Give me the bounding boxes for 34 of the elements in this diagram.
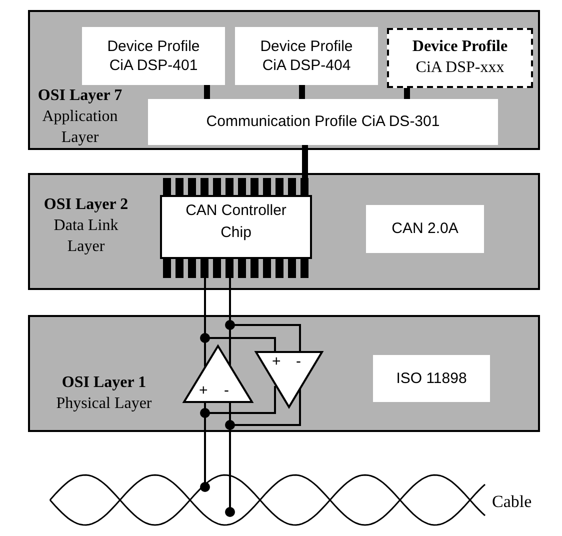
pin-sign: + bbox=[199, 383, 208, 398]
layer-band bbox=[28, 315, 540, 432]
pin-sign: - bbox=[224, 383, 229, 398]
box-text: Device Profile bbox=[107, 36, 200, 56]
layer-name: Application Layer bbox=[41, 106, 119, 148]
box-text: ISO 11898 bbox=[396, 368, 467, 388]
layer-band bbox=[28, 10, 540, 150]
profile-box bbox=[387, 28, 533, 88]
layer-number: OSI Layer 7 bbox=[36, 86, 124, 106]
pin-sign: + bbox=[272, 354, 281, 369]
box-text: CiA DSP-xxx bbox=[416, 58, 504, 78]
connector-bar bbox=[404, 88, 410, 99]
connector-bar bbox=[302, 145, 308, 178]
pin-sign: - bbox=[296, 354, 301, 369]
profile-box bbox=[373, 355, 490, 402]
box-text: Device Profile bbox=[412, 37, 508, 58]
layer-number: OSI Layer 1 bbox=[60, 373, 148, 393]
layer-band bbox=[28, 173, 540, 290]
box-text: CAN 2.0A bbox=[392, 219, 458, 239]
connector-bar bbox=[204, 85, 210, 99]
cable-label: Cable bbox=[492, 492, 532, 512]
connector-bar bbox=[299, 85, 305, 99]
profile-box bbox=[82, 27, 225, 85]
box-text: CiA DSP-404 bbox=[262, 56, 351, 76]
layer-number: OSI Layer 2 bbox=[42, 195, 130, 215]
profile-box bbox=[235, 27, 378, 85]
chip-label: CAN Controller Chip bbox=[184, 201, 288, 243]
box-text: Communication Profile CiA DS-301 bbox=[206, 112, 440, 132]
layer-name: Data Link Layer bbox=[52, 216, 120, 257]
profile-box bbox=[366, 205, 484, 253]
box-text: Device Profile bbox=[260, 36, 353, 56]
profile-box bbox=[148, 99, 498, 145]
box-text: CiA DSP-401 bbox=[109, 56, 198, 76]
layer-name: Physical Layer bbox=[55, 394, 153, 414]
